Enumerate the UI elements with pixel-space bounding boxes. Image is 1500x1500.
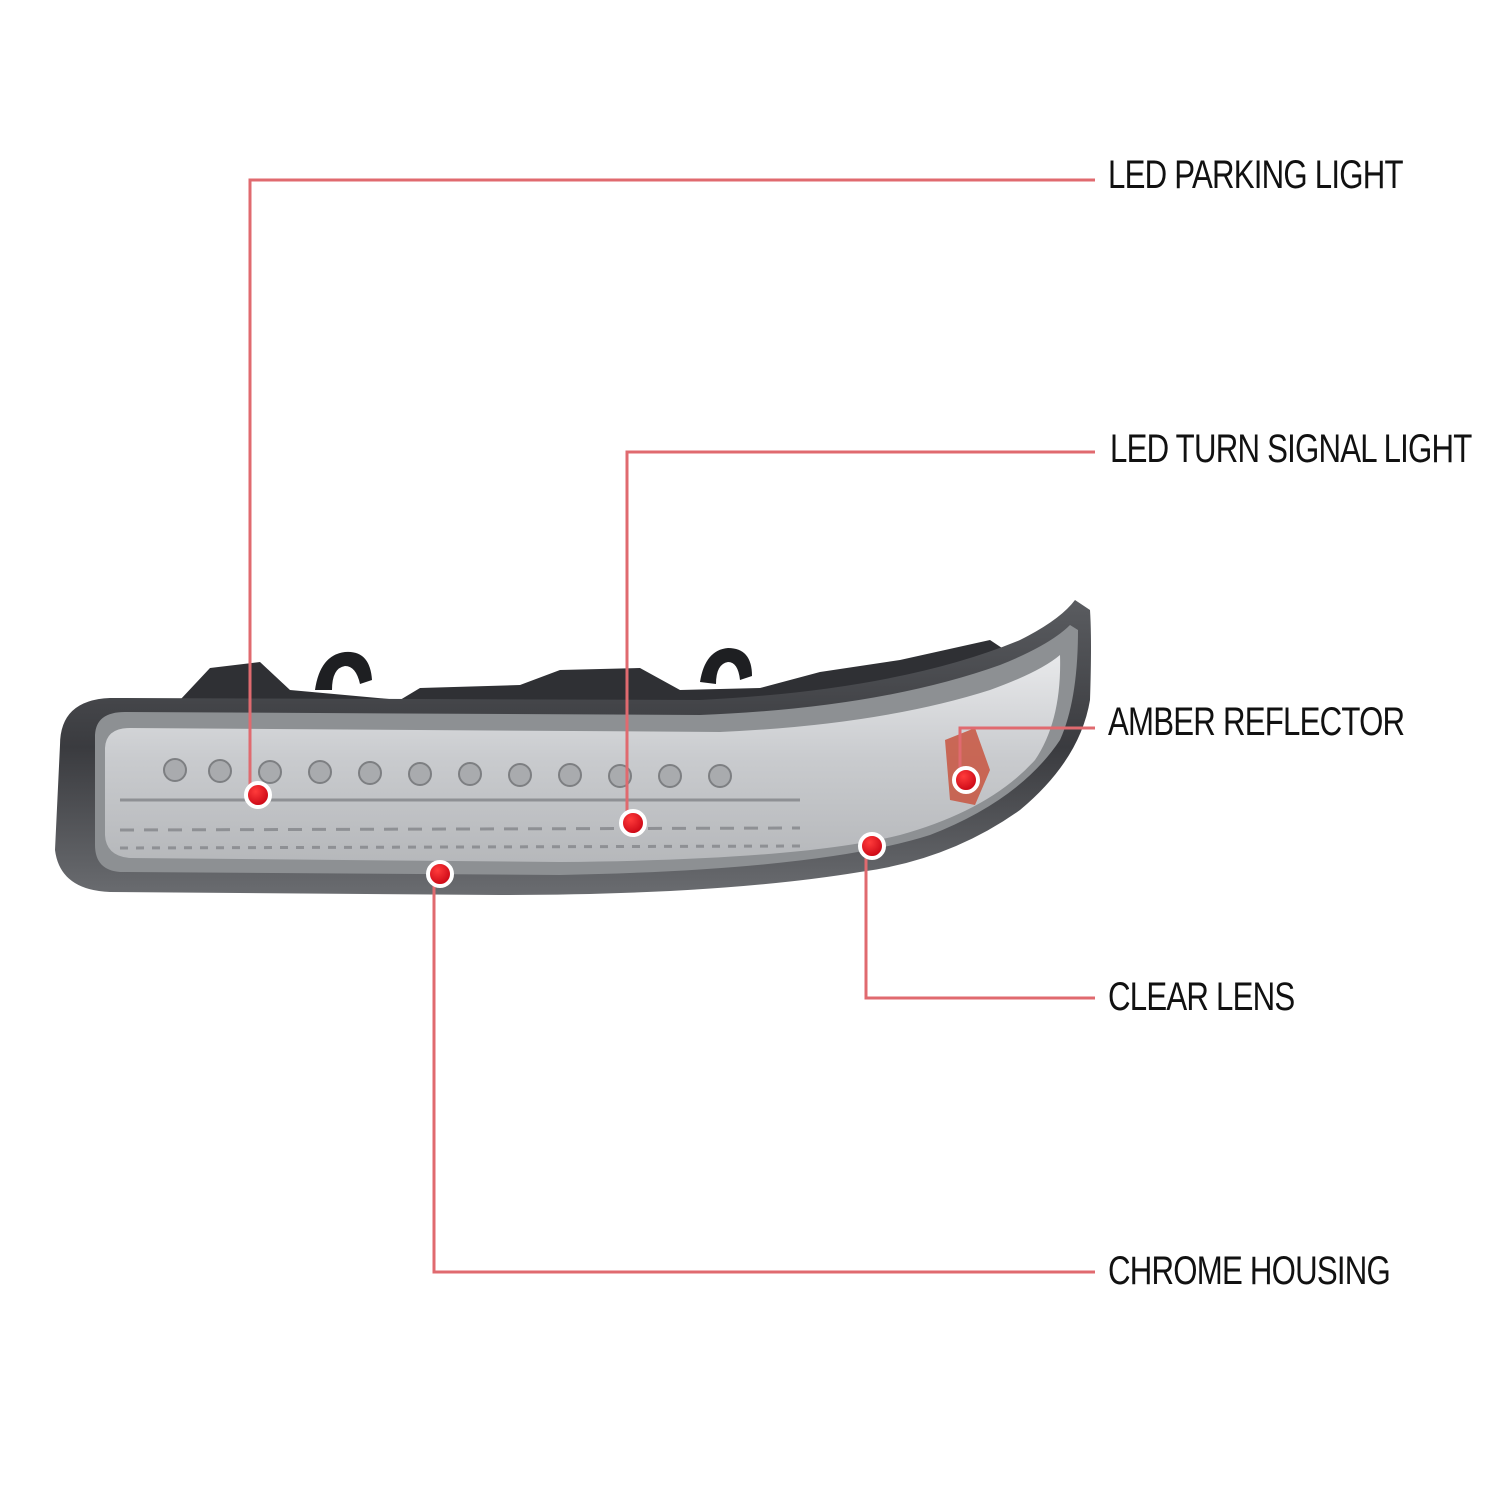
label-chrome-housing: CHROME HOUSING bbox=[1108, 1249, 1391, 1293]
label-led-turn-signal-light: LED TURN SIGNAL LIGHT bbox=[1110, 427, 1472, 471]
clear-lens-area bbox=[105, 655, 1061, 862]
dot-amber-reflector bbox=[952, 766, 980, 794]
dot-chrome-housing bbox=[426, 860, 454, 888]
label-amber-reflector: AMBER REFLECTOR bbox=[1108, 700, 1405, 744]
led-row bbox=[163, 758, 732, 788]
label-led-parking-light: LED PARKING LIGHT bbox=[1108, 153, 1404, 197]
leader-lines bbox=[248, 178, 1095, 1274]
dot-clear-lens bbox=[858, 832, 886, 860]
reflector-ridges bbox=[119, 798, 801, 850]
label-clear-lens: CLEAR LENS bbox=[1108, 975, 1295, 1019]
dot-led-parking-light bbox=[244, 781, 272, 809]
dot-led-turn-signal-light bbox=[619, 809, 647, 837]
callout-dots bbox=[244, 766, 980, 888]
